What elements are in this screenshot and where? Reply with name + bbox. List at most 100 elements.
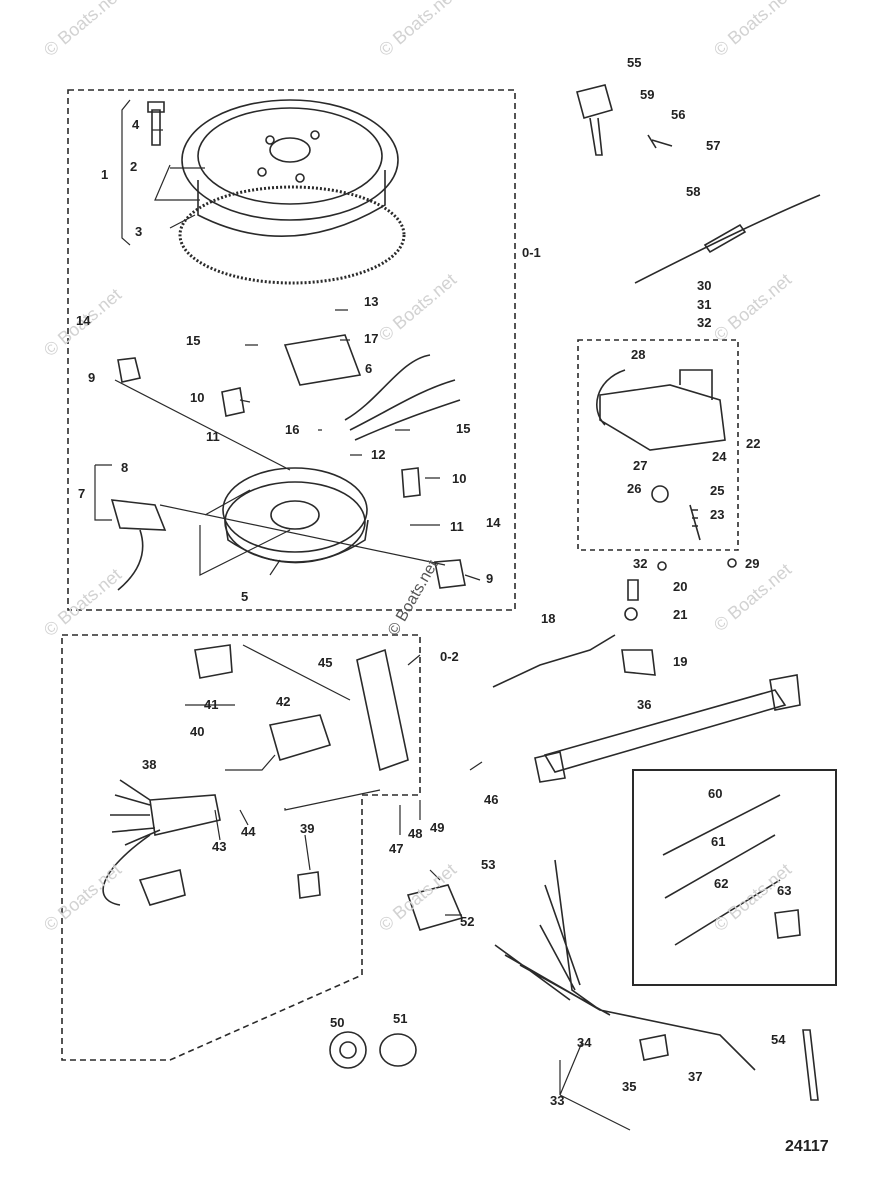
washer-21 — [624, 607, 638, 621]
callout-label: 47 — [389, 841, 404, 856]
callout-label: 46 — [484, 792, 499, 807]
bracket-part-42 — [268, 714, 332, 761]
callout-label: 15 — [456, 421, 471, 436]
callout-label: 19 — [673, 654, 688, 669]
callout-label: 8 — [121, 460, 129, 475]
kit-outline-22 — [577, 339, 739, 551]
callout-label: 29 — [745, 556, 760, 571]
callout-label: 9 — [486, 571, 494, 586]
kit-outline-0-2 — [61, 634, 421, 1061]
callout-label: 32 — [633, 556, 648, 571]
plate-part-45 — [356, 648, 409, 772]
solenoid-wire — [596, 369, 626, 426]
stator-plate-part — [222, 467, 369, 564]
callout-label: 1 — [101, 167, 109, 182]
callout-label: 62 — [714, 876, 729, 891]
callout-label: 59 — [640, 87, 655, 102]
callout-label: 39 — [300, 821, 315, 836]
pulser-wire — [117, 529, 144, 591]
sensor-part-10a — [221, 387, 245, 417]
tube-part-36 — [534, 674, 801, 783]
callout-label: 10 — [452, 471, 467, 486]
callout-label: 7 — [78, 486, 86, 501]
callout-label: 9 — [88, 370, 96, 385]
callout-label: 16 — [285, 422, 300, 437]
callout-label: 36 — [637, 697, 652, 712]
callout-label: 33 — [550, 1093, 565, 1108]
sensor-part-10b — [401, 467, 421, 498]
callout-label: 35 — [622, 1079, 637, 1094]
callout-label: 56 — [671, 107, 686, 122]
tie-strap-54 — [802, 1029, 819, 1101]
ring-gear-part — [178, 185, 406, 285]
callout-label: 54 — [771, 1032, 786, 1047]
callout-label: 53 — [481, 857, 496, 872]
button-part-39 — [297, 871, 321, 899]
callout-label: 21 — [673, 607, 688, 622]
callout-label: 55 — [627, 55, 642, 70]
switch-wire-38 — [102, 834, 151, 906]
callout-label: 32 — [697, 315, 712, 330]
callout-label: 57 — [706, 138, 721, 153]
solenoid-part — [599, 369, 726, 451]
flywheel-part — [181, 99, 399, 238]
clamp-part-9 — [434, 559, 466, 589]
lead-part-18 — [492, 634, 616, 688]
callout-label: 6 — [365, 361, 373, 376]
callout-label: 27 — [633, 458, 648, 473]
pulser-part — [110, 499, 167, 531]
knob-part-55 — [576, 84, 613, 156]
callout-label: 12 — [371, 447, 386, 462]
callout-label: 31 — [697, 297, 712, 312]
grommet-50-inner — [339, 1041, 357, 1059]
callout-label: 14 — [76, 313, 91, 328]
screw-part-56 — [647, 134, 673, 149]
callout-label: 2 — [130, 159, 138, 174]
bracket-19 — [621, 649, 656, 676]
plug-part-41 — [194, 644, 233, 679]
flywheel-bolt — [147, 101, 165, 146]
callout-label: 45 — [318, 655, 333, 670]
callout-label: 10 — [190, 390, 205, 405]
callout-label: 11 — [206, 429, 220, 444]
callout-label: 23 — [710, 507, 725, 522]
lead-part-61 — [664, 834, 776, 899]
callout-label: 15 — [186, 333, 201, 348]
callout-label: 30 — [697, 278, 712, 293]
harness-wires — [344, 354, 461, 441]
bracket-7 — [94, 464, 112, 521]
callout-label: 22 — [746, 436, 761, 451]
clamp-part-35 — [639, 1034, 669, 1061]
lead-part-60 — [662, 794, 781, 856]
callout-label: 49 — [430, 820, 445, 835]
callout-label: 20 — [673, 579, 688, 594]
plug-51 — [379, 1033, 417, 1067]
key-part-38b — [138, 869, 186, 906]
grommet-50 — [329, 1031, 367, 1069]
boot-part-63 — [774, 909, 801, 939]
callout-label: 18 — [541, 611, 556, 626]
callout-label: 44 — [241, 824, 256, 839]
stop-switch-part — [117, 357, 141, 383]
spring-23 — [689, 504, 701, 541]
bolt-20 — [627, 579, 639, 601]
group-label: 0-1 — [522, 245, 541, 260]
callout-label: 41 — [204, 697, 219, 712]
callout-label: 63 — [777, 883, 792, 898]
nut-32b — [657, 561, 667, 571]
bracket-1 — [121, 99, 131, 246]
callout-label: 5 — [241, 589, 249, 604]
callout-label: 13 — [364, 294, 379, 309]
callout-label: 40 — [190, 724, 205, 739]
callout-label: 51 — [393, 1011, 408, 1026]
bracket-33 — [559, 1039, 631, 1131]
kit-outline-60-63 — [632, 769, 837, 986]
clip-part-52 — [406, 884, 464, 931]
lead-part-62 — [674, 879, 781, 946]
callout-label: 43 — [212, 839, 227, 854]
callout-label: 11 — [450, 519, 464, 534]
callout-label: 26 — [627, 481, 642, 496]
washer-26 — [651, 485, 669, 503]
